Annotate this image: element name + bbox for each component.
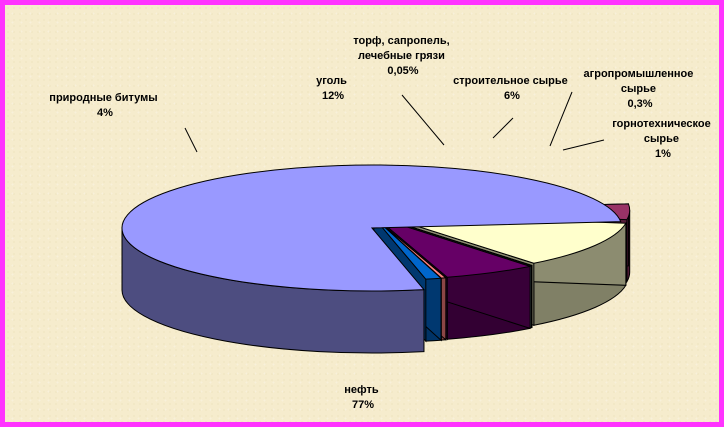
label-torf-line2: лечебные грязи [358,50,445,62]
label-agro-line2: сырье [621,83,656,95]
leader-line-2 [492,117,514,139]
label-ugol-pct: 12% [322,90,344,102]
label-gorno-line1: горнотехническое [612,118,711,130]
pie-slice-top-0 [121,164,622,292]
label-agro-line1: агропромышленное [584,68,694,80]
label-gorno-pct: 1% [655,148,671,160]
pie-slice-top-6 [373,217,443,280]
label-ugol-name: уголь [316,75,347,87]
leader-line-1 [401,94,445,146]
slice-labels: нефть 77% природные битумы 4% уголь 12% … [49,35,714,411]
leader-line-4 [562,139,605,151]
label-bitumy: природные битумы 4% [49,92,160,119]
pie-slice-0 [121,164,622,354]
label-stroit: строительное сырье 6% [453,75,571,102]
label-torf-pct: 0,05% [387,65,418,77]
label-neft-pct: 77% [352,399,374,411]
leader-lines [184,91,605,153]
label-neft: нефть 77% [344,384,381,411]
label-ugol: уголь 12% [316,75,350,102]
label-agro: агропромышленное сырье 0,3% [584,68,697,110]
pie-slice-top-3 [376,215,533,267]
label-bitumy-pct: 4% [97,107,113,119]
label-torf: торф, сапропель, лечебные грязи 0,05% [353,35,453,77]
label-torf-line1: торф, сапропель, [353,35,449,47]
label-stroit-pct: 6% [504,90,520,102]
chart-area: нефть 77% природные битумы 4% уголь 12% … [5,5,719,422]
label-gorno: горнотехническое сырье 1% [612,118,714,160]
label-neft-name: нефть [344,384,379,396]
pie-slice-top-4 [375,216,533,278]
label-bitumy-name: природные битумы [49,92,157,104]
label-agro-pct: 0,3% [627,98,652,110]
label-stroit-name: строительное сырье [453,75,568,87]
label-gorno-line2: сырье [644,133,679,145]
leader-line-3 [549,91,573,147]
pie-slices [121,164,631,354]
leader-line-0 [184,127,198,153]
pie-chart-3d: нефть 77% природные битумы 4% уголь 12% … [49,35,714,411]
